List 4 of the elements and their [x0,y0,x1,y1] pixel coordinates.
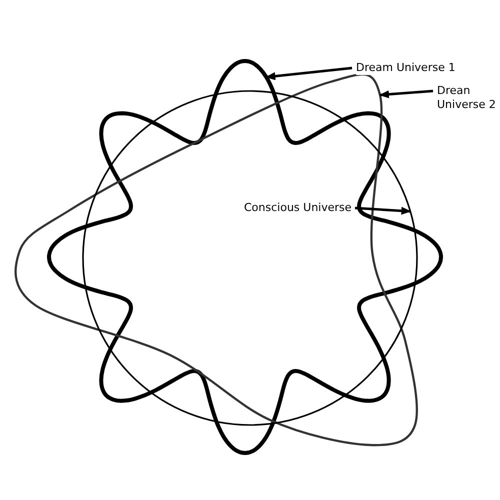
leader-line [379,90,434,98]
irregular-curve [14,73,418,446]
leader-line [265,66,352,80]
curve-label: Dream Universe 1 [356,61,456,75]
